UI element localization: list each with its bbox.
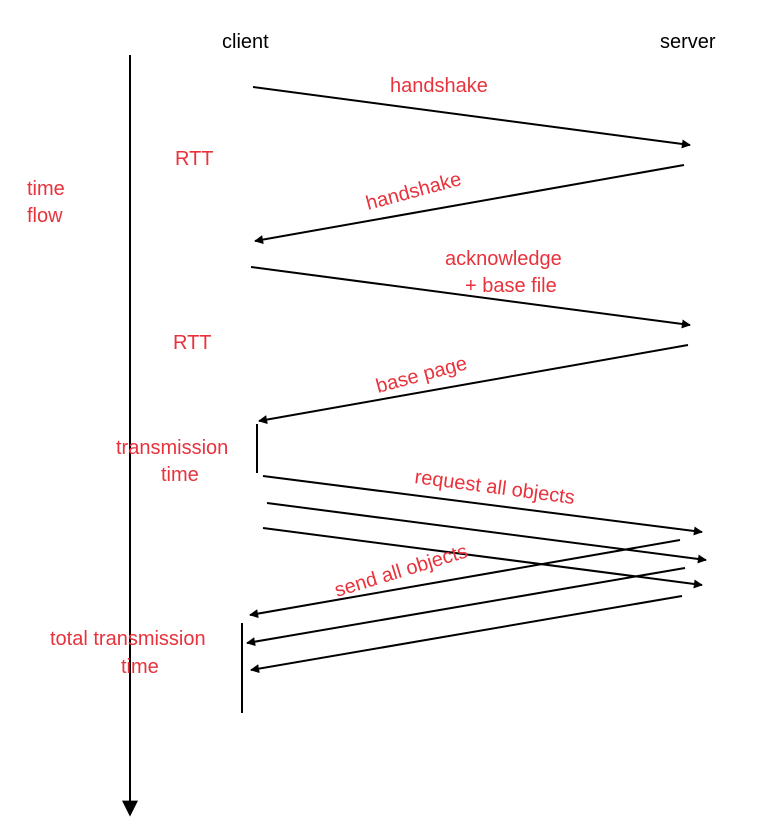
transmission-time-label-line2: time — [161, 464, 199, 486]
handshake-arrow-to-server — [252, 86, 691, 149]
handshake-arrow-to-client — [254, 164, 685, 245]
send-object-arrow-1 — [249, 539, 681, 619]
rtt-label-1: RTT — [175, 148, 214, 170]
acknowledge-label-line2: + base file — [465, 275, 557, 297]
request-object-arrow-2 — [266, 502, 707, 564]
rtt-label-2: RTT — [173, 332, 212, 354]
send-object-arrow-3 — [250, 595, 683, 674]
time-flow-label-line1: time — [27, 178, 65, 200]
acknowledge-label-line1: acknowledge — [445, 248, 562, 270]
send-all-objects-label: send all objects — [332, 540, 470, 601]
acknowledge-arrow — [250, 266, 691, 329]
send-object-arrow-2 — [246, 567, 686, 647]
server-header: server — [660, 31, 716, 53]
base-page-label: base page — [374, 352, 470, 397]
time-flow-label-line2: flow — [27, 205, 63, 227]
total-transmission-time-label-line1: total transmission — [50, 628, 206, 650]
handshake-label-2: handshake — [364, 168, 464, 215]
base-page-arrow — [258, 344, 689, 425]
client-header: client — [222, 31, 269, 53]
request-object-arrow-1 — [262, 475, 703, 536]
request-all-objects-label: request all objects — [413, 466, 576, 509]
total-transmission-time-label-line2: time — [121, 656, 159, 678]
request-object-arrow-3 — [262, 527, 703, 589]
transmission-time-label-line1: transmission — [116, 437, 228, 459]
handshake-label-1: handshake — [390, 75, 488, 97]
